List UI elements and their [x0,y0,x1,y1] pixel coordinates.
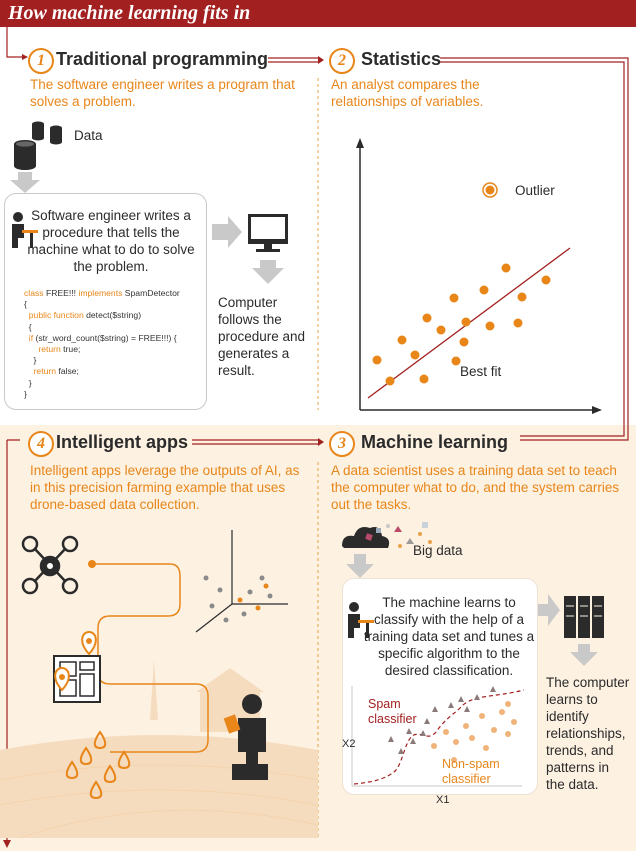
code-token [24,366,34,376]
code-token: public function [28,310,84,321]
classifier-plot [351,686,525,787]
outlier-label: Outlier [515,183,555,198]
title-banner [0,0,636,27]
code-token: { [24,321,32,332]
data-label: Data [74,128,103,143]
connector-2-3 [440,57,629,441]
code-token: { [24,299,27,310]
traditional-programming-title: Traditional programming [56,49,269,69]
traditional-programming-desc: The software engineer writes a program t… [30,77,295,109]
intelligent-apps-desc: Intelligent apps leverage the outputs of… [30,463,300,512]
code-line: } [24,355,180,366]
code-token: } [24,377,32,388]
farmer-icon [223,694,268,780]
code-line: public function detect($string) [24,310,180,321]
code-token: (str_word_count($string) = FREE!!!) { [33,332,177,343]
3d-scatter-icon [195,530,288,633]
x-axis-label: X1 [436,794,450,806]
training-box [342,578,538,795]
code-token: true; [60,344,81,355]
precision-farming-illustration [0,530,318,838]
connector-3-4 [192,439,318,445]
code-token: class [24,288,44,298]
intelligent-apps-title: Intelligent apps [56,432,189,452]
non-spam-classifier-label: Non-spam classifier [442,757,500,786]
best-fit-label: Best fit [460,364,502,379]
code-line: if (str_word_count($string) = FREE!!!) { [24,333,180,344]
code-line: } [24,389,180,400]
code-token: implements [78,288,123,298]
code-token: SpamDetector [122,288,180,298]
code-token: if [28,332,34,343]
spam-classifier-label: Spam classifier [368,697,417,726]
code-token: return [38,344,61,355]
code-line: return false; [24,366,180,377]
cloud-icon [342,527,390,548]
down-arrow [346,554,374,578]
computer-result-text: Computer follows the procedure and gener… [218,295,306,378]
down-arrow [252,260,284,284]
connector-1-2 [268,57,318,63]
step-number-1: 1 [28,48,54,74]
machine-learning-desc: A data scientist uses a training data se… [331,463,620,512]
code-token [24,344,38,354]
procedure-text: Software engineer writes a procedure tha… [27,208,195,274]
page-title: How machine learning fits in [8,2,251,24]
scatter-plot [356,138,602,414]
engineer-icon [12,212,38,248]
down-arrow [10,172,40,193]
map-icon [53,630,101,703]
step-number-2: 2 [329,48,355,74]
database-icon [10,121,62,193]
code-line: } [24,378,180,389]
code-line: { [24,322,180,333]
computer-icon [212,214,288,284]
data-points [372,263,551,386]
spam-points [388,686,496,754]
water-drops-icon [65,730,131,800]
code-token: false; [56,366,79,377]
right-arrow [538,594,560,626]
step-number-4: 4 [28,431,54,457]
training-text: The machine learns to classify with the … [363,595,535,678]
connector-start [6,27,22,58]
data-scientist-icon [348,602,374,638]
code-token: } [24,355,37,366]
server-icon [538,594,604,666]
code-line: class FREE!!! implements SpamDetector [24,288,180,299]
code-token: detect($string) [83,310,142,321]
non-spam-points [431,701,517,763]
statistics-title: Statistics [361,49,442,69]
outlier-marker [482,182,498,198]
machine-learning-title: Machine learning [361,432,509,452]
code-token: return [33,366,57,377]
code-snippet: class FREE!!! implements SpamDetector{ p… [24,288,180,400]
right-arrow [212,216,242,248]
code-token: FREE!!! [43,288,79,298]
code-line: return true; [24,344,180,355]
y-axis-label: X2 [342,738,356,750]
step-number-3: 3 [329,431,355,457]
down-arrow [570,644,598,666]
statistics-desc: An analyst compares the relationships of… [331,77,484,109]
code-line: { [24,299,180,310]
procedure-box [4,193,207,410]
big-data-icon [342,522,432,578]
code-token: } [24,388,27,399]
computer-learns-text: The computer learns to identify relation… [546,675,630,792]
big-data-label: Big data [413,543,463,558]
